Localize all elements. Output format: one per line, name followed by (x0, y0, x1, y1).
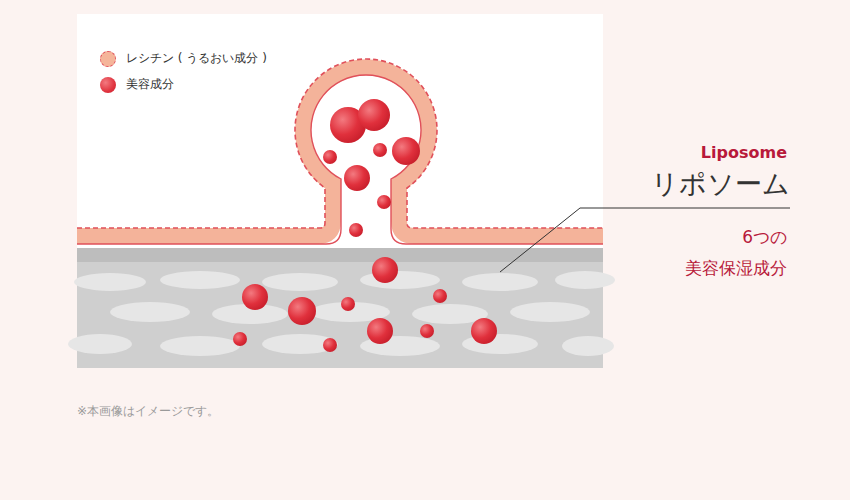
legend-swatch (100, 77, 116, 93)
japanese-name: リポソーム (651, 166, 790, 202)
legend-entry: 美容成分 (100, 76, 174, 93)
legend-text: レシチン ( うるおい成分 ) (126, 50, 267, 67)
feature-text: 美容保湿成分 (685, 257, 787, 280)
feature-count: 6つの (742, 226, 787, 249)
legend-entry: レシチン ( うるおい成分 ) (100, 50, 267, 67)
image-note: ※本画像はイメージです。 (77, 403, 219, 420)
legend-swatch (100, 51, 116, 67)
english-name: Liposome (701, 143, 787, 162)
legend-text: 美容成分 (126, 76, 174, 93)
